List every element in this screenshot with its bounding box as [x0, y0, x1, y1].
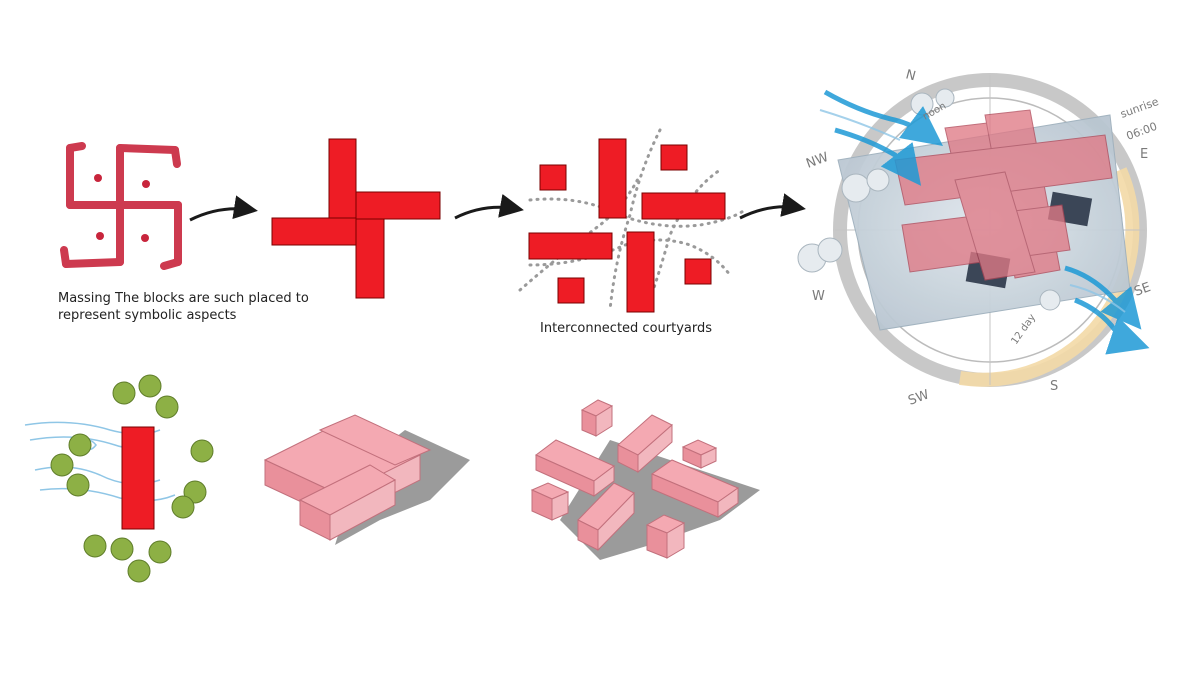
compass-label-sw: SW [906, 387, 931, 408]
sunrise-label: sunrise [1119, 95, 1161, 121]
courtyard-block [641, 192, 726, 220]
sunrise-time: 06:00 [1125, 120, 1159, 143]
compass-label-s: S [1050, 379, 1058, 394]
tree-cluster [797, 88, 1061, 311]
courtyard-block [598, 138, 627, 219]
flow-arrow-icon [739, 193, 806, 220]
courtyard-block [528, 232, 613, 260]
flow-arrow-icon [189, 195, 258, 222]
compass-label-nw: NW [804, 150, 830, 172]
symbol-dots [94, 174, 150, 242]
building-roof-cross [894, 109, 1113, 281]
courtyards-caption: Interconnected courtyards [540, 321, 713, 336]
flow-arrow-icon [454, 193, 524, 220]
massing-block [580, 399, 614, 437]
compass-label-e: E [1140, 147, 1148, 162]
cross-massing-3d [263, 414, 470, 545]
massing-block [650, 459, 740, 518]
courtyard-block [626, 231, 655, 313]
compass-label-se: SE [1132, 280, 1153, 300]
site-render [797, 88, 1150, 355]
courtyard-square [684, 258, 712, 285]
massing-block [535, 439, 615, 497]
courtyard-massing-3d [530, 399, 760, 560]
massing-block [681, 439, 718, 469]
plan-block-east [355, 191, 441, 220]
courtyard-plan [528, 138, 726, 313]
massing-block [530, 482, 570, 521]
plan-block-west [271, 217, 357, 246]
tree-icon [50, 374, 214, 583]
massing-block [577, 482, 635, 552]
compass-label-n: N [904, 67, 917, 84]
swastika-symbol-icon [60, 142, 182, 270]
courtyard-square [660, 144, 688, 171]
massing-block [617, 414, 673, 474]
elongated-block [121, 426, 155, 530]
courtyard-square [539, 164, 567, 191]
cross-plan [271, 138, 441, 299]
wind-flow-lines [819, 109, 1126, 313]
massing-caption: Massing The blocks are such placed to re… [58, 291, 309, 323]
day-label: 12 day [1009, 312, 1038, 346]
courtyard-square [557, 277, 585, 304]
wind-flow-arrows [823, 89, 1150, 355]
compass-label-w: W [812, 289, 825, 304]
plan-block-north [328, 138, 357, 219]
massing-block [645, 514, 686, 559]
plan-block-south [355, 218, 385, 299]
